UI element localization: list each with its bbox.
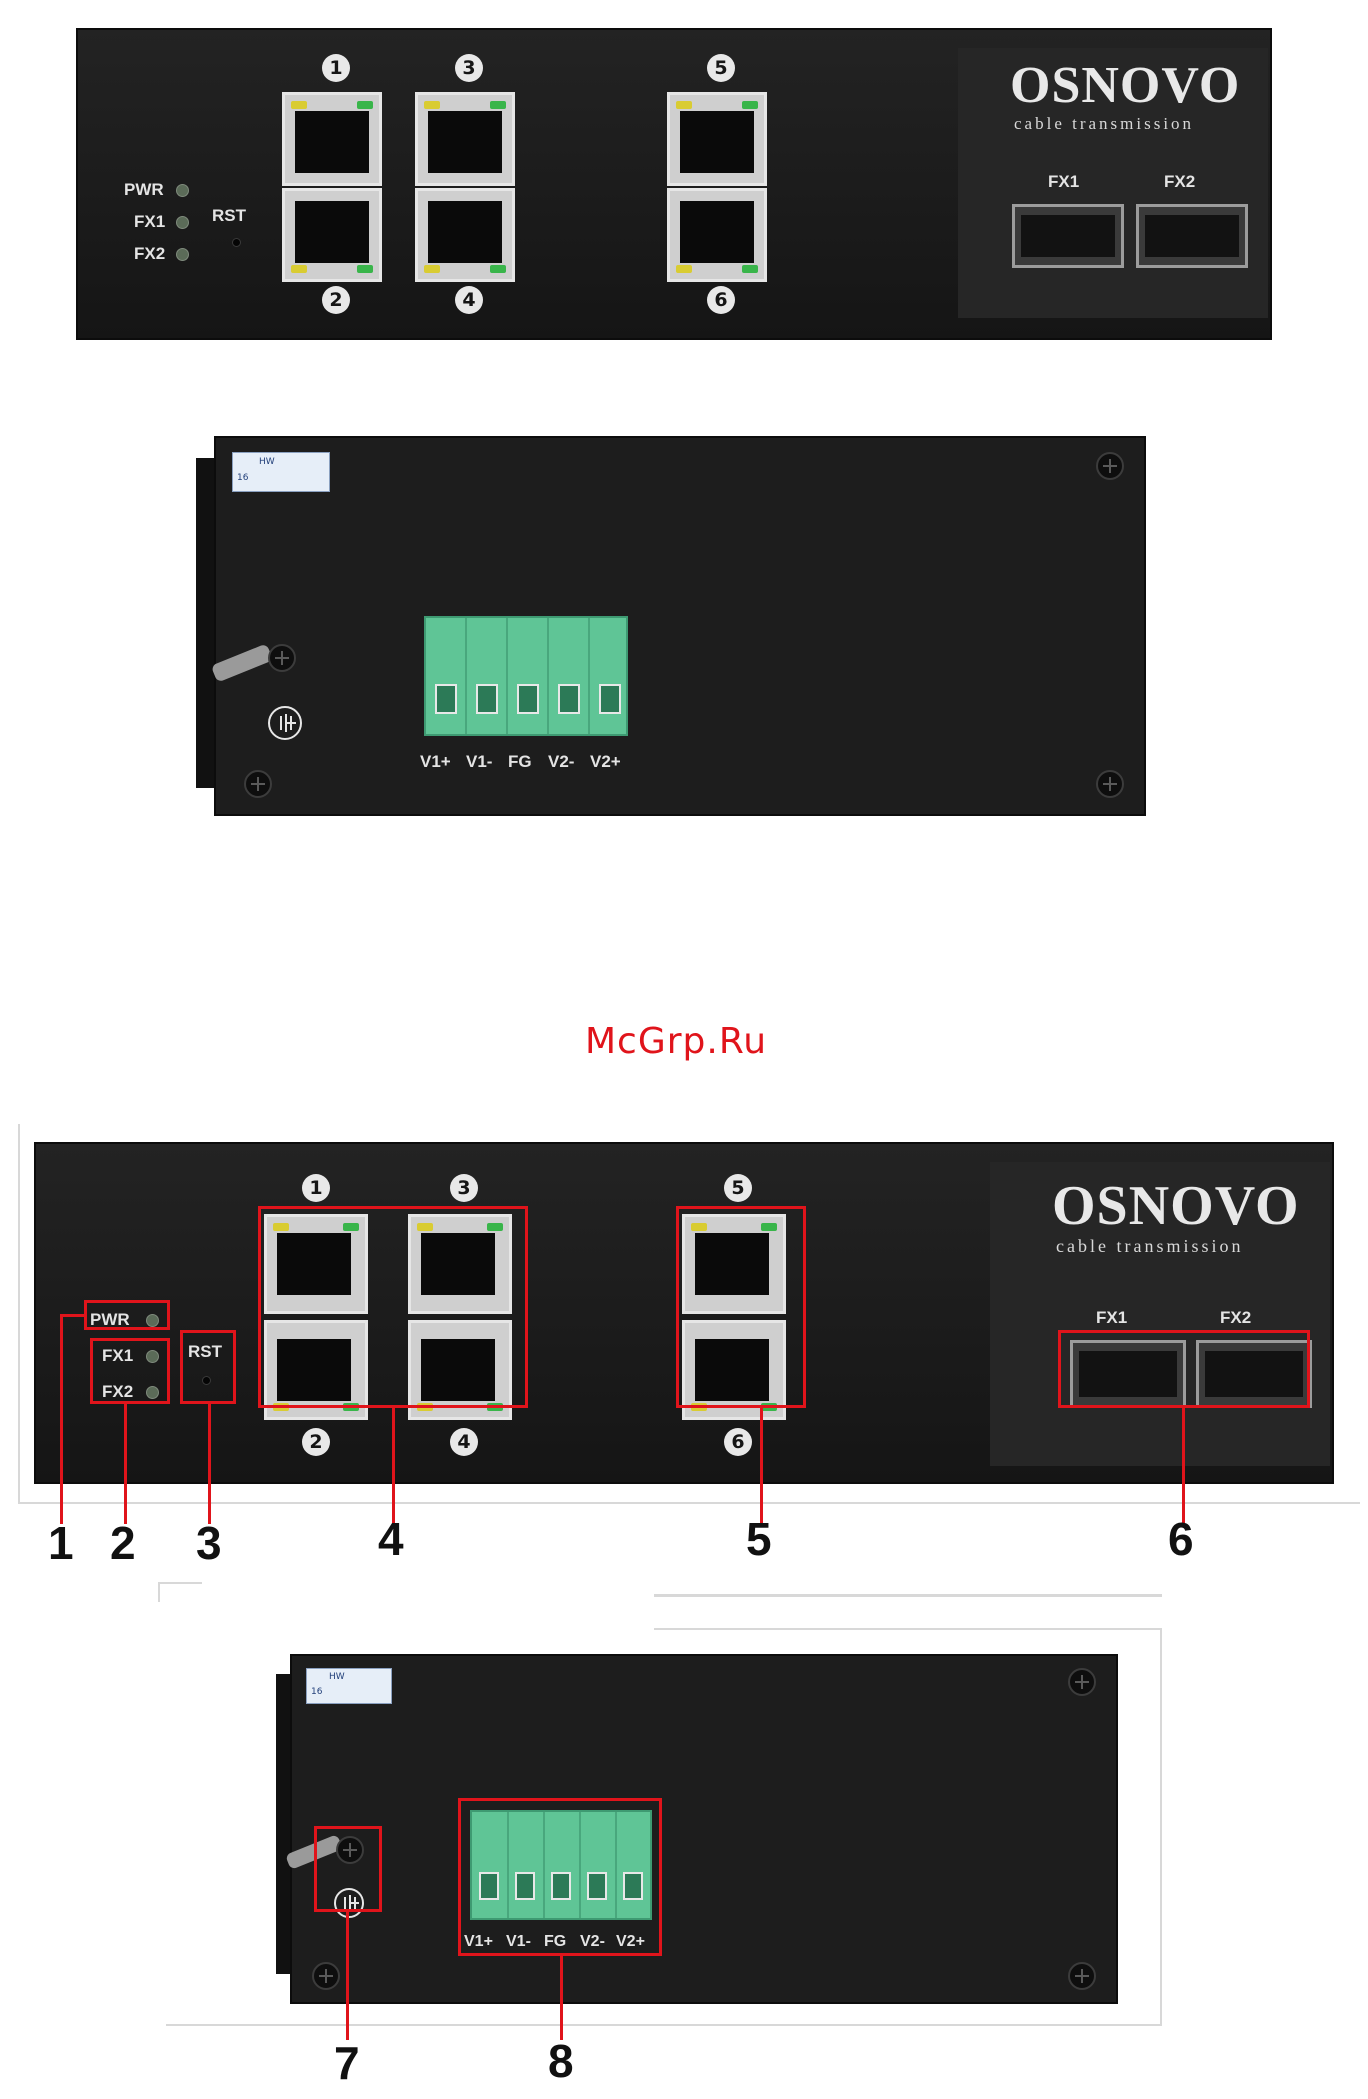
rj45-port-5[interactable]	[667, 92, 767, 186]
port-number-2: 2	[322, 286, 350, 314]
rear-panel-top: HW 16 V1+ V1- FG V2- V2+	[214, 436, 1146, 816]
chassis-flange	[196, 458, 214, 788]
callout-number-2: 2	[110, 1518, 136, 1568]
port-number-1: 1	[322, 54, 350, 82]
sticker-line1: HW	[259, 457, 275, 467]
callout-number-7: 7	[334, 2038, 360, 2088]
terminal-label-v2plus: V2+	[590, 752, 621, 772]
sticker-line1: HW	[329, 1672, 345, 1682]
screw-icon	[244, 770, 272, 798]
frame-line	[158, 1582, 160, 1602]
callout-line-2	[124, 1404, 127, 1524]
sfp-slot-fx2[interactable]	[1136, 204, 1248, 268]
callout-line-5	[760, 1408, 763, 1524]
frame-line	[654, 1628, 1162, 1630]
port-number-4: 4	[455, 286, 483, 314]
frame-line	[18, 1502, 1360, 1504]
port-number-6: 6	[724, 1428, 752, 1456]
callout-line-1	[60, 1314, 63, 1524]
port-number-5: 5	[707, 54, 735, 82]
chassis-flange	[276, 1674, 290, 1974]
port-number-5: 5	[724, 1174, 752, 1202]
callout-number-5: 5	[746, 1514, 772, 1564]
port-number-6: 6	[707, 286, 735, 314]
rj45-port-4[interactable]	[415, 188, 515, 282]
port-number-4: 4	[450, 1428, 478, 1456]
brand-logo: OSNOVO	[1052, 1176, 1300, 1236]
hw-sticker: HW 16	[306, 1668, 392, 1704]
terminal-label-v1plus: V1+	[420, 752, 451, 772]
callout-line-1	[60, 1314, 86, 1317]
highlight-ports-5-6	[676, 1206, 806, 1408]
highlight-ground	[314, 1826, 382, 1912]
callout-line-8	[560, 1956, 563, 2040]
screw-icon	[1096, 452, 1124, 480]
callout-number-8: 8	[548, 2036, 574, 2086]
screw-icon	[1068, 1668, 1096, 1696]
port-number-3: 3	[455, 54, 483, 82]
pwr-led-label: PWR	[124, 180, 164, 200]
highlight-sfp-slots	[1058, 1330, 1310, 1408]
callout-number-1: 1	[48, 1518, 74, 1568]
frame-line	[166, 2024, 1162, 2026]
terminal-label-v1minus: V1-	[466, 752, 492, 772]
highlight-power-terminal	[458, 1798, 662, 1956]
callout-line-4	[392, 1408, 395, 1524]
port-number-3: 3	[450, 1174, 478, 1202]
callout-line-7	[346, 1912, 349, 2040]
terminal-label-v2minus: V2-	[548, 752, 574, 772]
fx1-led-label: FX1	[134, 212, 165, 232]
rj45-port-3[interactable]	[415, 92, 515, 186]
port-number-1: 1	[302, 1174, 330, 1202]
front-panel-top: PWR FX1 FX2 RST 1 3 5 2 4 6 OSNOVO cable…	[76, 28, 1272, 340]
sfp-label-fx1: FX1	[1096, 1308, 1127, 1328]
callout-number-3: 3	[196, 1518, 222, 1568]
sfp-label-fx2: FX2	[1164, 172, 1195, 192]
highlight-pwr-led	[84, 1300, 170, 1330]
highlight-fx-leds	[90, 1338, 170, 1404]
sfp-slot-fx1[interactable]	[1012, 204, 1124, 268]
brand-logo: OSNOVO	[1010, 58, 1240, 114]
callout-line-3	[208, 1404, 211, 1524]
terminal-label-fg: FG	[508, 752, 532, 772]
sfp-label-fx1: FX1	[1048, 172, 1079, 192]
screw-icon	[1068, 1962, 1096, 1990]
screw-icon	[312, 1962, 340, 1990]
brand-tagline: cable transmission	[1056, 1236, 1243, 1256]
pwr-led	[176, 184, 189, 197]
callout-number-6: 6	[1168, 1514, 1194, 1564]
frame-line	[1160, 1628, 1162, 2026]
ground-symbol-icon	[268, 706, 302, 740]
highlight-ports-1-4	[258, 1206, 528, 1408]
callout-line-6	[1182, 1408, 1185, 1524]
rj45-port-6[interactable]	[667, 188, 767, 282]
sticker-line2: 16	[311, 1687, 322, 1697]
port-number-2: 2	[302, 1428, 330, 1456]
rj45-port-2[interactable]	[282, 188, 382, 282]
reset-button[interactable]	[232, 238, 241, 247]
frame-line	[654, 1594, 1162, 1597]
fx2-led-label: FX2	[134, 244, 165, 264]
rj45-port-1[interactable]	[282, 92, 382, 186]
sfp-label-fx2: FX2	[1220, 1308, 1251, 1328]
screw-icon	[1096, 770, 1124, 798]
rst-label: RST	[212, 206, 246, 226]
fx1-led	[176, 216, 189, 229]
frame-line	[18, 1124, 20, 1504]
hw-sticker: HW 16	[232, 452, 330, 492]
fx2-led	[176, 248, 189, 261]
ground-screw-icon	[268, 644, 296, 672]
frame-line	[158, 1582, 202, 1584]
power-terminal-block[interactable]	[424, 616, 628, 736]
brand-tagline: cable transmission	[1014, 114, 1194, 134]
ground-lug	[211, 643, 273, 682]
highlight-reset	[180, 1330, 236, 1404]
callout-number-4: 4	[378, 1514, 404, 1564]
watermark: McGrp.Ru	[585, 1022, 767, 1062]
sticker-line2: 16	[237, 473, 248, 483]
rear-panel-bottom: HW 16 V1+ V1- FG V2- V2+	[290, 1654, 1118, 2004]
